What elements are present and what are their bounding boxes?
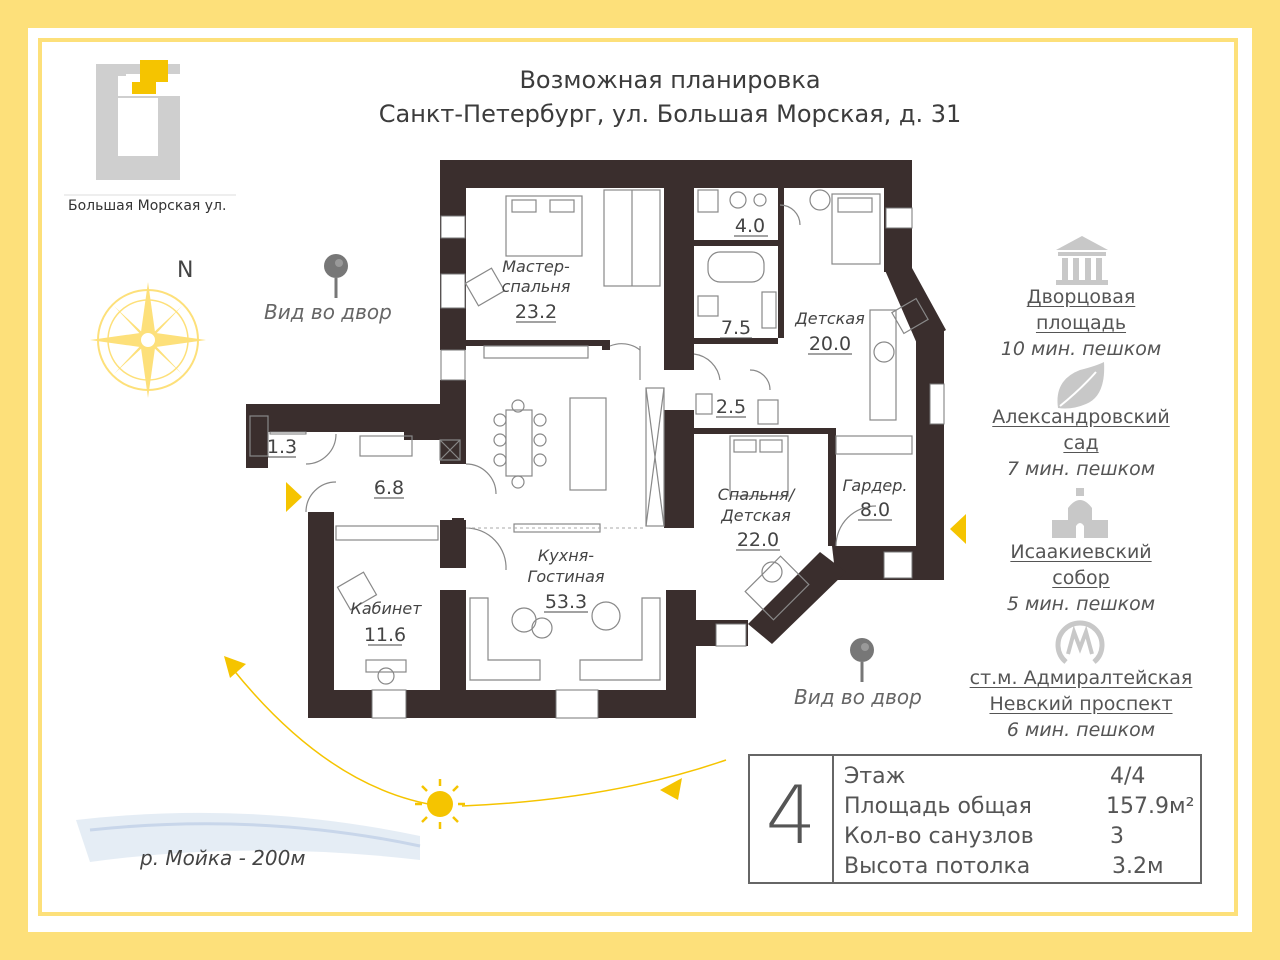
poi-garden-name1[interactable]: Александровский xyxy=(992,406,1170,428)
room-wc-area: 2.5 xyxy=(716,396,746,418)
poi-garden-name2[interactable]: сад xyxy=(1063,432,1099,454)
walls xyxy=(246,160,946,718)
palace-icon xyxy=(1056,236,1108,285)
poi-palace-name2[interactable]: площадь xyxy=(1035,312,1127,334)
poi-palace-square: Дворцовая площадь 10 мин. пешком xyxy=(951,284,1211,362)
poi-metro-name2[interactable]: Невский проспект xyxy=(989,693,1173,715)
room-office-name: Кабинет xyxy=(350,599,422,618)
poi-metro: ст.м. Адмиралтейская Невский проспект 6 … xyxy=(951,665,1211,743)
room-master-area: 23.2 xyxy=(515,301,557,323)
sun-icon xyxy=(415,779,465,829)
sun-path xyxy=(224,656,727,807)
poi-metro-name1[interactable]: ст.м. Адмиралтейская xyxy=(969,667,1193,689)
poi-garden-walk: 7 мин. пешком xyxy=(1006,458,1156,480)
entrance-left-icon xyxy=(286,482,302,512)
title-line2: Санкт-Петербург, ул. Большая Морская, д.… xyxy=(378,100,962,128)
poi-palace-name1[interactable]: Дворцовая xyxy=(1026,286,1136,308)
room-wardrobe-area: 8.0 xyxy=(860,499,890,521)
room-kids-name: Детская xyxy=(794,309,865,328)
info-label-floor: Этаж xyxy=(844,764,906,789)
room-bath-mid-area: 7.5 xyxy=(721,317,751,339)
info-label-bathrooms: Кол-во санузлов xyxy=(844,824,1034,849)
room-kids-area: 20.0 xyxy=(809,333,851,355)
room-wardrobe-name: Гардер. xyxy=(842,476,907,495)
locator-map xyxy=(64,60,236,196)
room-master-name2: спальня xyxy=(502,277,571,296)
river-label: р. Мойка - 200м xyxy=(140,846,306,870)
north-label: N xyxy=(177,258,194,283)
room-kitchen-name2: Гостиная xyxy=(527,567,604,586)
room-labels: Мастер- спальня 23.2 4.0 7.5 Детская 20.… xyxy=(267,215,908,646)
inner-frame xyxy=(38,38,1238,916)
room-bedroom-name1: Спальня/ xyxy=(718,485,796,504)
room-kitchen-area: 53.3 xyxy=(545,591,587,613)
room-kitchen-name1: Кухня- xyxy=(538,546,594,565)
info-value-bathrooms: 3 xyxy=(1110,824,1124,849)
poi-cathedral-name1[interactable]: Исаакиевский xyxy=(1010,541,1152,563)
area-underlines xyxy=(268,235,892,646)
info-value-area: 157.9м² xyxy=(1106,794,1195,819)
metro-icon xyxy=(1055,620,1105,664)
info-divider xyxy=(832,756,834,882)
poi-alexander-garden: Александровский сад 7 мин. пешком xyxy=(951,404,1211,482)
river-icon xyxy=(76,812,421,862)
title-line1: Возможная планировка xyxy=(519,66,821,94)
room-closet-area: 1.3 xyxy=(267,436,297,458)
poi-metro-walk: 6 мин. пешком xyxy=(1006,719,1156,741)
cathedral-icon xyxy=(1052,488,1108,538)
info-label-area: Площадь общая xyxy=(844,794,1032,819)
info-box: 4 Этаж 4/4 Площадь общая 157.9м² Кол-во … xyxy=(748,754,1202,884)
view-yard-left: Вид во двор xyxy=(264,300,392,324)
room-bath-top-area: 4.0 xyxy=(735,215,765,237)
room-hall-area: 6.8 xyxy=(374,477,404,499)
room-bedroom-area: 22.0 xyxy=(737,529,779,551)
poi-cathedral-name2[interactable]: собор xyxy=(1052,567,1110,589)
info-label-ceiling: Высота потолка xyxy=(844,854,1031,879)
furniture xyxy=(249,189,929,685)
street-label: Большая Морская ул. xyxy=(68,198,227,214)
poi-isaac-cathedral: Исаакиевский собор 5 мин. пешком xyxy=(951,539,1211,617)
windows xyxy=(269,207,945,719)
pin-icon-right xyxy=(850,638,874,682)
info-value-ceiling: 3.2м xyxy=(1112,854,1164,879)
room-office-area: 11.6 xyxy=(364,624,406,646)
entrance-right-icon xyxy=(950,514,966,544)
room-master-name1: Мастер- xyxy=(502,257,570,276)
poi-cathedral-walk: 5 мин. пешком xyxy=(1006,593,1156,615)
leaf-icon xyxy=(1057,362,1105,409)
poi-palace-walk: 10 мин. пешком xyxy=(1000,338,1162,360)
view-yard-right: Вид во двор xyxy=(794,685,922,709)
pin-icon-left xyxy=(324,254,348,298)
info-value-floor: 4/4 xyxy=(1110,764,1146,789)
compass-icon xyxy=(90,282,206,398)
room-bedroom-name2: Детская xyxy=(720,506,791,525)
floor-number: 4 xyxy=(765,769,817,862)
